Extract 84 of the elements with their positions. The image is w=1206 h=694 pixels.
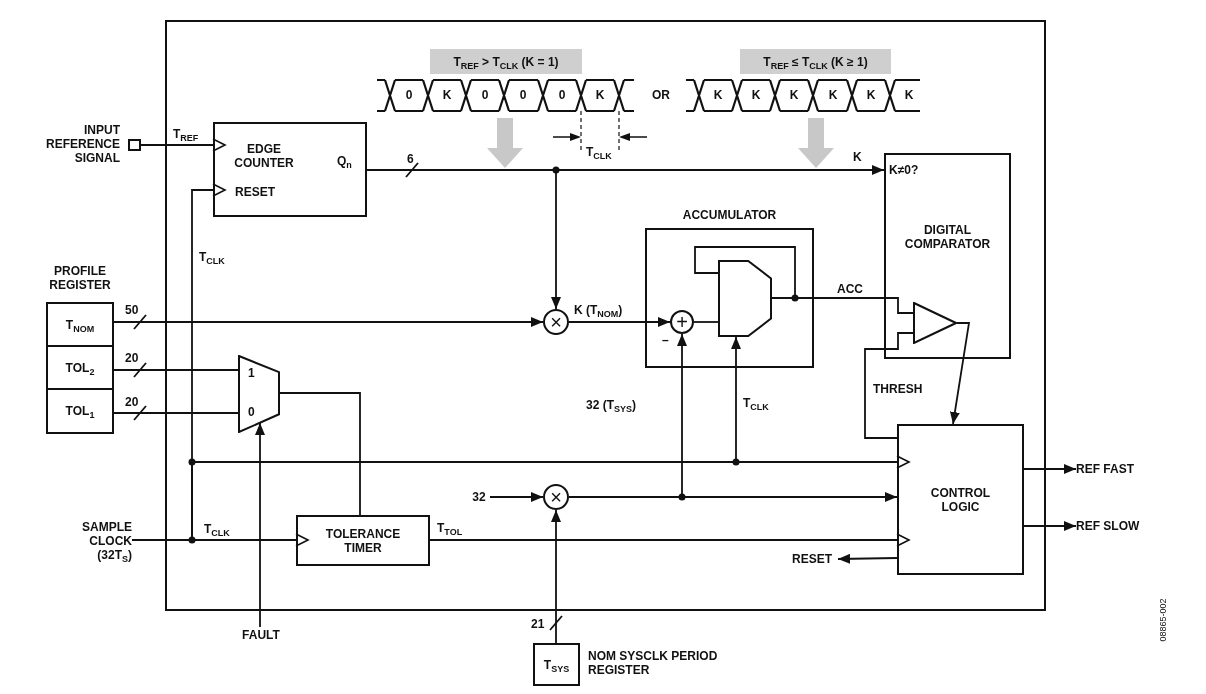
condition-label: T$_{REF}$ ≤ T$_{CLK}$ (K ≥ 1) (740, 49, 891, 74)
bus-state-label: K (865, 88, 877, 102)
bus-width-label: 20 (124, 351, 140, 365)
signal-label: T$_{CLK}$ (203, 522, 231, 536)
control-logic-block: CONTROL LOGIC (897, 424, 1024, 575)
bus-state-label: 0 (557, 88, 567, 102)
signal-arrow (551, 509, 561, 644)
multiplexer-symbol (238, 355, 280, 433)
signal-arrow (1023, 521, 1077, 531)
block-title: DIGITAL COMPARATOR (903, 223, 992, 251)
signal-line (279, 392, 361, 516)
bus-state-label: K (827, 88, 839, 102)
signal-line (693, 321, 719, 323)
bus-state-label: K (441, 88, 453, 102)
signal-label: ACC (836, 282, 864, 296)
bus-width-label: 50 (124, 303, 140, 317)
dimension-label: T$_{CLK}$ (586, 145, 612, 159)
block-title: EDGE COUNTER (233, 142, 295, 170)
signal-arrow (568, 317, 671, 327)
bus-state-label: 0 (480, 88, 490, 102)
register-field: T$_{SYS}$ (533, 643, 580, 686)
signal-label: T$_{REF}$ (172, 127, 200, 141)
signal-label: 32 (T$_{SYS}$) (585, 398, 638, 412)
adder-symbol: + (670, 310, 694, 334)
signal-arrow (1023, 464, 1077, 474)
signal-arrow (837, 553, 898, 564)
block-title: ACCUMULATOR (681, 208, 778, 222)
figure-code: 08865-002 (1157, 597, 1169, 644)
signal-line (113, 412, 239, 414)
signal-label: K (852, 150, 863, 164)
port-label: 0 (248, 405, 256, 419)
signal-label: REF FAST (1076, 461, 1152, 477)
signal-label: INPUT REFERENCE SIGNAL (45, 123, 120, 165)
port-label: Q$_{n}$ (337, 154, 353, 168)
register-field: TOL$_{2}$ (46, 345, 114, 390)
signal-label: REF SLOW (1076, 518, 1158, 534)
signal-label: K (T$_{NOM}$) (573, 303, 624, 317)
signal-arrow (131, 336, 741, 541)
bus-state-label: K (903, 88, 915, 102)
signal-arrow (140, 138, 226, 152)
signal-label: RESET (786, 551, 838, 567)
signal-label: SAMPLE CLOCK (32T$_{S}$) (64, 518, 132, 564)
edge-counter-block (213, 122, 367, 217)
bus-state-label: 0 (518, 88, 528, 102)
comparator-block (884, 153, 1011, 359)
bus-state-label: K (788, 88, 800, 102)
port-label: 1 (248, 366, 256, 380)
signal-label: T$_{CLK}$ (742, 396, 770, 410)
signal-line (771, 297, 914, 314)
signal-arrow (429, 533, 910, 547)
bus-state-label: K (594, 88, 606, 102)
chip-boundary (165, 20, 1046, 611)
register-field: TOL$_{1}$ (46, 388, 114, 434)
block-title: PROFILE REGISTER (48, 264, 112, 292)
signal-label: THRESH (872, 382, 924, 396)
bus-state-label: K (712, 88, 724, 102)
signal-label: FAULT (240, 627, 282, 643)
multiplier-symbol: × (543, 309, 569, 335)
multiplier-symbol: × (543, 484, 569, 510)
register-caption: – (662, 333, 670, 347)
signal-arrow (255, 422, 265, 628)
condition-label: T$_{REF}$ > T$_{CLK}$ (K = 1) (430, 49, 582, 74)
signal-arrow (568, 492, 898, 502)
timer-block: TOLERANCE TIMER (296, 515, 430, 566)
port-label: K≠0? (889, 163, 920, 177)
conjunction-label: OR (652, 88, 670, 102)
port-label: RESET (235, 185, 276, 199)
bus-width-label: 20 (124, 395, 140, 409)
signal-arrow (489, 492, 544, 502)
register-symbol (718, 260, 772, 337)
signal-arrow (949, 322, 971, 425)
bus-state-label: K (750, 88, 762, 102)
bus-width-label: 6 (407, 152, 414, 166)
register-field: T$_{NOM}$ (46, 302, 114, 347)
signal-arrow (113, 317, 544, 327)
register-caption: NOM SYSCLK PERIOD REGISTER (588, 649, 719, 677)
bus-width-label: 21 (530, 617, 546, 631)
signal-line (864, 332, 914, 439)
signal-line (113, 369, 239, 371)
comparator-symbol (913, 302, 957, 344)
signal-label: T$_{TOL}$ (436, 521, 464, 535)
bus-state-label: 0 (404, 88, 414, 102)
signal-label: 32 (468, 489, 490, 505)
signal-label: T$_{CLK}$ (198, 250, 226, 264)
